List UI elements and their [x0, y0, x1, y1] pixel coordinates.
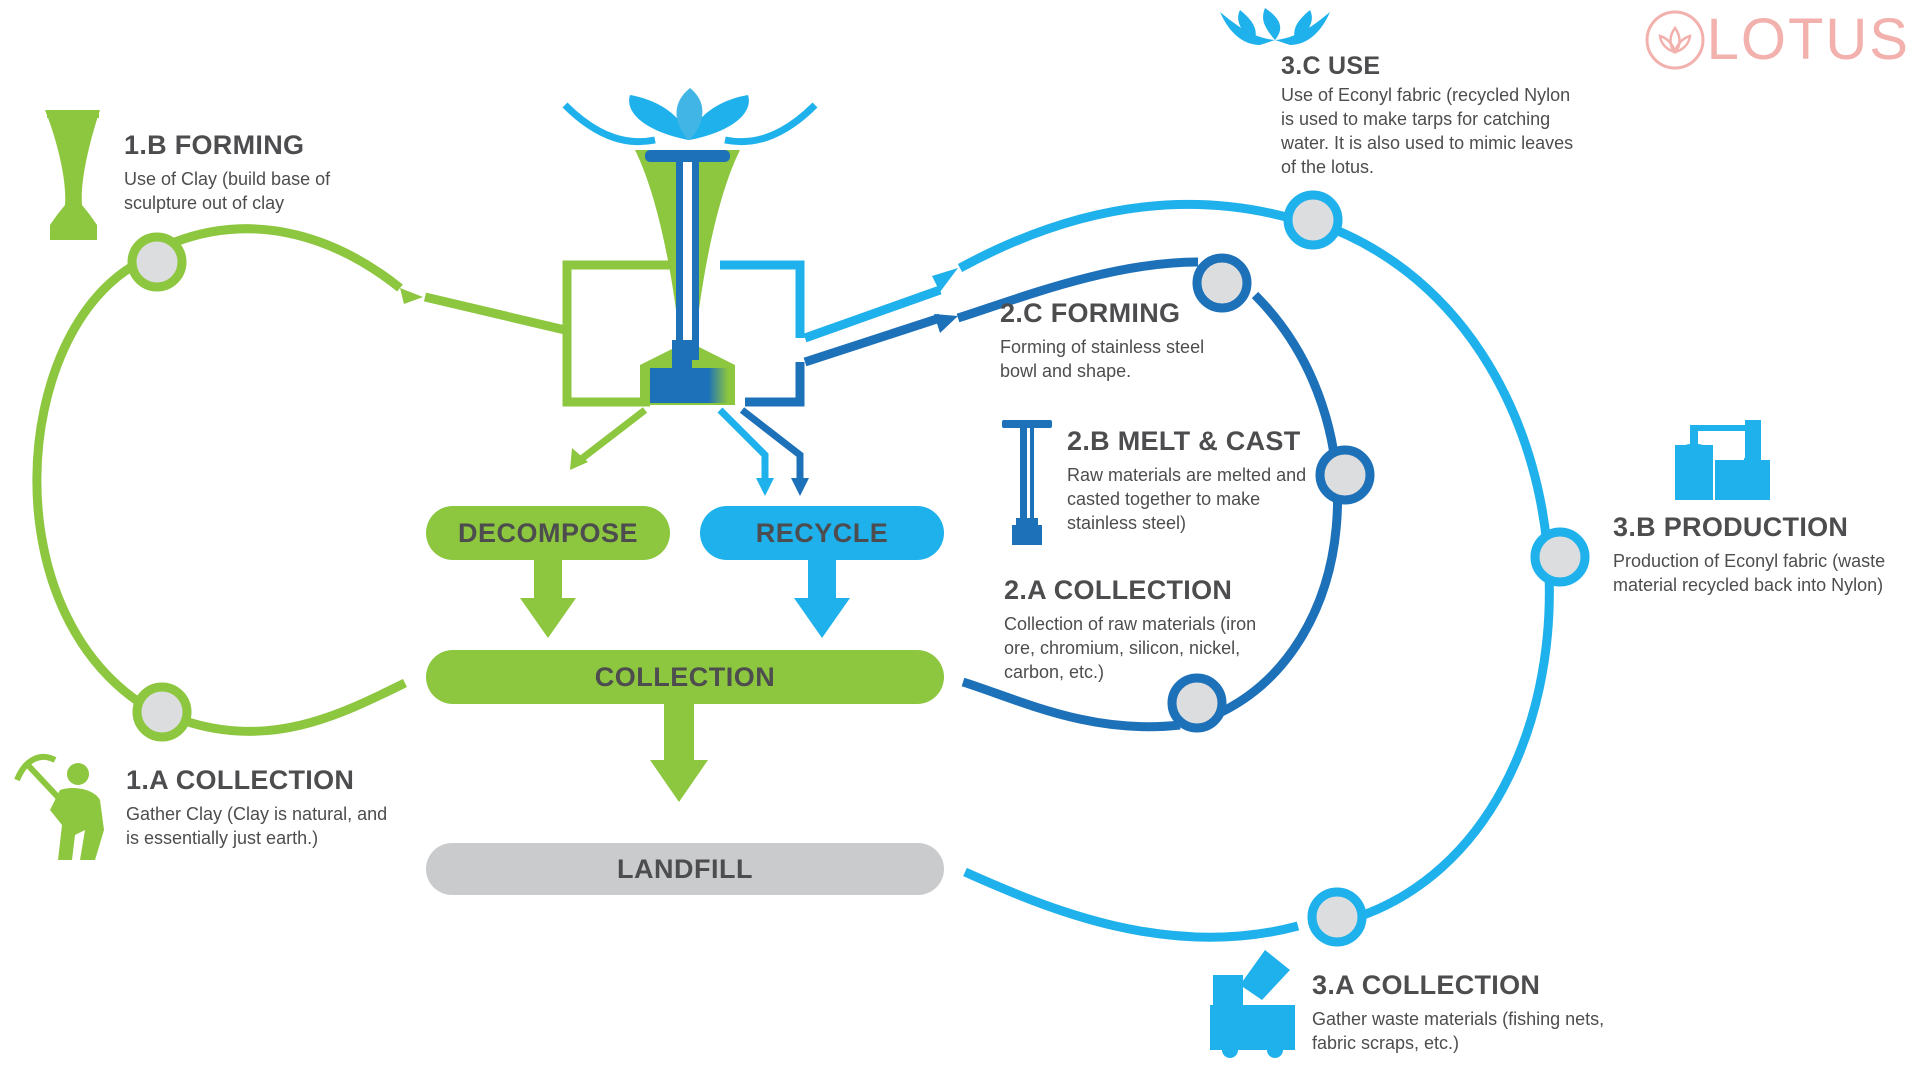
- recycle-flow-light: [717, 407, 769, 480]
- miner-icon: [14, 753, 104, 860]
- recycle-flow-dark-head: [791, 478, 809, 496]
- landfill-pill: LANDFILL: [426, 843, 944, 895]
- clay-to-sculpture-line: [423, 292, 567, 335]
- stage-2a: 2.A COLLECTION Collection of raw materia…: [1004, 575, 1264, 684]
- node-2a: [1167, 673, 1227, 733]
- econyl-arrowhead: [932, 268, 958, 292]
- stage-2b-title: 2.B MELT & CAST: [1067, 426, 1301, 456]
- stage-2c: 2.C FORMING Forming of stainless steel b…: [1000, 298, 1240, 383]
- node-3b: [1530, 527, 1590, 587]
- stage-3b-title: 3.B PRODUCTION: [1613, 512, 1849, 542]
- flow-arrows: [520, 558, 850, 802]
- dump-truck-icon: [1210, 950, 1295, 1058]
- clay-loop: [32, 224, 567, 736]
- recycle-flow-dark: [739, 407, 804, 480]
- sculpture-mid: [672, 340, 692, 368]
- econyl-loop-right-arc: [1316, 218, 1554, 923]
- node-1a: [132, 682, 192, 742]
- sculpture-base: [650, 368, 728, 403]
- stage-2b-desc: Raw materials are melted and casted toge…: [1067, 465, 1307, 533]
- stage-3b-desc: Production of Econyl fabric (waste mater…: [1613, 551, 1886, 595]
- sculpture-leaf: [562, 102, 656, 146]
- sculpture-base-icon: [45, 110, 100, 240]
- decompose-flow: [577, 407, 648, 463]
- stage-1a-title: 1.A COLLECTION: [126, 765, 355, 795]
- stage-3c: 3.C USE Use of Econyl fabric (recycled N…: [1281, 52, 1586, 179]
- stage-3c-desc: Use of Econyl fabric (recycled Nylon is …: [1281, 85, 1574, 177]
- sculpture-petal: [690, 95, 749, 140]
- recycle-pill: RECYCLE: [700, 506, 944, 560]
- green-pipe: [562, 260, 680, 407]
- node-2b: [1315, 445, 1375, 505]
- steel-loop: [803, 257, 1342, 732]
- decompose-pill: DECOMPOSE: [426, 506, 670, 560]
- sculpture-petal: [629, 95, 688, 140]
- factory-icon: [1675, 420, 1770, 500]
- decompose-label: DECOMPOSE: [457, 517, 639, 548]
- econyl-to-sculpture-line: [803, 285, 942, 343]
- steel-loop-right-arc: [1213, 291, 1342, 720]
- node-3a: [1307, 887, 1367, 947]
- stage-3a-title: 3.A COLLECTION: [1312, 970, 1541, 1000]
- steel-loop-bottom-arc: [961, 677, 1181, 732]
- econyl-loop-bottom-arc: [963, 867, 1300, 942]
- clay-loop-top-arc: [173, 224, 403, 292]
- stage-3b: 3.B PRODUCTION Production of Econyl fabr…: [1613, 512, 1913, 597]
- clay-loop-bottom-arc: [180, 678, 407, 736]
- sculpture-pole: [676, 160, 685, 360]
- collection-label: COLLECTION: [594, 661, 776, 692]
- recycle-flow-light-head: [756, 478, 774, 496]
- stage-nodes: [127, 190, 1590, 947]
- stage-1a-desc: Gather Clay (Clay is natural, and is ess…: [126, 804, 388, 848]
- stage-3c-title: 3.C USE: [1281, 52, 1381, 80]
- node-3c: [1283, 190, 1343, 250]
- landfill-label: LANDFILL: [617, 853, 753, 884]
- decompose-down-arrow: [534, 558, 562, 600]
- lotus-leaves-icon: [1220, 8, 1330, 45]
- sculpture-petal: [676, 88, 703, 140]
- stage-1b: 1.B FORMING Use of Clay (build base of s…: [124, 130, 374, 215]
- stage-2b: 2.B MELT & CAST Raw materials are melted…: [1067, 426, 1307, 535]
- collection-pill: COLLECTION: [426, 650, 944, 704]
- stage-1b-desc: Use of Clay (build base of sculpture out…: [124, 169, 331, 213]
- steel-pole-icon: [1002, 420, 1052, 545]
- clay-arrowhead: [400, 288, 423, 304]
- stage-2c-desc: Forming of stainless steel bowl and shap…: [1000, 337, 1205, 381]
- sculpture-pole: [690, 160, 699, 360]
- sculpture-pole-inner: [683, 160, 692, 350]
- econyl-loop-top-arc: [957, 199, 1292, 272]
- stage-2a-title: 2.A COLLECTION: [1004, 575, 1233, 605]
- steel-arrowhead: [934, 314, 958, 333]
- stage-1a: 1.A COLLECTION Gather Clay (Clay is natu…: [126, 765, 391, 850]
- recycle-down-arrow: [808, 558, 836, 600]
- sculpture-bowl: [645, 150, 730, 162]
- lotus-logo-icon: [1645, 10, 1705, 69]
- collection-down-arrow: [664, 702, 694, 762]
- sculpture-leaf: [724, 102, 818, 146]
- brand-logo: LOTUS: [1643, 6, 1910, 73]
- stage-2c-title: 2.C FORMING: [1000, 298, 1181, 328]
- stage-3a-desc: Gather waste materials (fishing nets, fa…: [1312, 1009, 1605, 1053]
- clay-loop-left-arc: [32, 258, 158, 716]
- steel-to-sculpture-line: [803, 313, 942, 367]
- node-2c: [1192, 253, 1252, 313]
- stage-3a: 3.A COLLECTION Gather waste materials (f…: [1312, 970, 1652, 1055]
- dark-blue-pipe: [745, 362, 805, 407]
- steel-loop-top-arc: [956, 257, 1199, 323]
- light-blue-pipe: [720, 260, 805, 338]
- lotus-sculpture: [562, 88, 818, 496]
- brand-name: LOTUS: [1706, 7, 1910, 72]
- node-1b: [127, 232, 187, 292]
- stage-2a-desc: Collection of raw materials (iron ore, c…: [1004, 614, 1257, 682]
- recycle-label: RECYCLE: [755, 517, 889, 548]
- stage-1b-title: 1.B FORMING: [124, 130, 305, 160]
- decompose-flow-head: [570, 448, 588, 470]
